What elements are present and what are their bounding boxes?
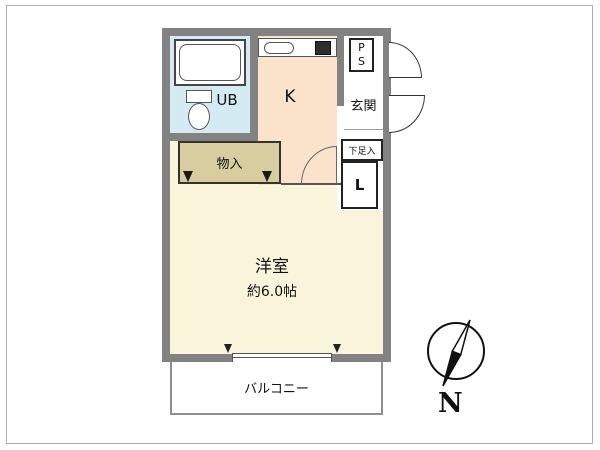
- wall: [337, 28, 344, 106]
- shoe-cabinet-label: 下足入: [348, 146, 376, 157]
- closet-label: L: [354, 176, 365, 194]
- unit-bath-label: UB: [216, 91, 238, 109]
- compass-needle-black: [442, 350, 462, 387]
- entrance-label: 玄関: [350, 99, 377, 114]
- balcony: バルコニー: [170, 362, 383, 415]
- toilet-bowl-icon: [188, 103, 210, 130]
- wall: [383, 28, 391, 362]
- window-end-mark: [224, 344, 232, 353]
- compass-icon: N: [427, 319, 485, 417]
- shoe-cabinet-box: 下足入: [341, 139, 383, 161]
- western-room-label: 洋室 約6.0帖: [190, 252, 354, 301]
- toilet-tank-icon: [186, 90, 212, 103]
- wall: [162, 28, 170, 362]
- closet-box: L: [341, 161, 378, 209]
- storage-label: 物入: [216, 157, 243, 172]
- window-glass-line: [232, 357, 332, 358]
- western-room-size: 約6.0帖: [246, 284, 298, 300]
- kitchen-label: K: [284, 87, 296, 107]
- wall: [162, 133, 258, 141]
- folding-door-mark: [183, 171, 193, 182]
- stove-icon: [315, 41, 331, 55]
- folding-door-mark: [262, 171, 272, 182]
- page-frame: [6, 5, 593, 444]
- balcony-label: バルコニー: [244, 382, 309, 397]
- pipe-space-label-s: S: [358, 55, 365, 68]
- north-label: N: [438, 388, 463, 417]
- entrance-step-line: [344, 129, 383, 130]
- pipe-space-box: P S: [349, 38, 374, 72]
- window-end-mark: [333, 344, 341, 353]
- bathtub-inner-icon: [179, 44, 241, 81]
- kitchen-room-divider-line: [281, 183, 344, 185]
- western-room-name: 洋室: [255, 257, 289, 277]
- pipe-space-label-p: P: [358, 41, 365, 55]
- wall: [162, 28, 391, 36]
- wall: [250, 28, 258, 133]
- kitchen-sink-icon: [264, 42, 294, 54]
